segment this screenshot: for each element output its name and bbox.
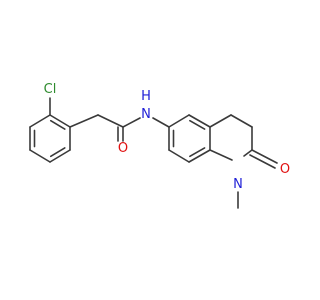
bond-layer	[29, 97, 278, 209]
amide-c-n-bond	[122, 117, 141, 128]
amide-oxygen-label: O	[118, 141, 128, 156]
lactam-ring-bond	[209, 114, 232, 128]
lactam-carbonyl-bond	[251, 149, 278, 164]
benzo-ring-double-bond-inner	[189, 119, 206, 130]
benzo-ring-bond	[188, 149, 211, 163]
phenyl-ring-bond	[29, 149, 51, 163]
benzo-ring-bond	[168, 149, 190, 163]
lactam-oxygen-label: O	[280, 162, 290, 177]
structure-diagram: Cl H N O N O	[29, 82, 290, 209]
phenyl-ring-bond	[29, 114, 51, 128]
phenyl-ring-bond	[49, 114, 71, 128]
phenyl-ring-double-bond-inner	[49, 147, 66, 158]
phenyl-ring-double-bond-inner	[49, 119, 66, 130]
amide-hydrogen-label: H	[141, 89, 151, 104]
benzo-ring-double-bond-inner	[189, 147, 206, 158]
ring-nitrogen-label: N	[233, 177, 243, 192]
chlorine-atom-label: Cl	[44, 82, 57, 97]
molecule-canvas: Cl H N O N O	[29, 82, 290, 209]
lactam-carbonyl-double-bond	[249, 154, 276, 169]
benzo-ring-bond	[168, 114, 190, 128]
amide-nitrogen-label: N	[141, 107, 151, 122]
amide-n-aryl-bond	[152, 117, 170, 128]
benzo-ring-bond	[188, 114, 211, 128]
lactam-ring-bond	[209, 149, 233, 161]
phenyl-ring-bond	[49, 149, 71, 163]
ch2-bond	[69, 114, 99, 128]
lactam-ring-bond	[243, 149, 253, 157]
ch2-carbonyl-bond	[97, 114, 124, 128]
lactam-ring-bond	[230, 114, 253, 128]
